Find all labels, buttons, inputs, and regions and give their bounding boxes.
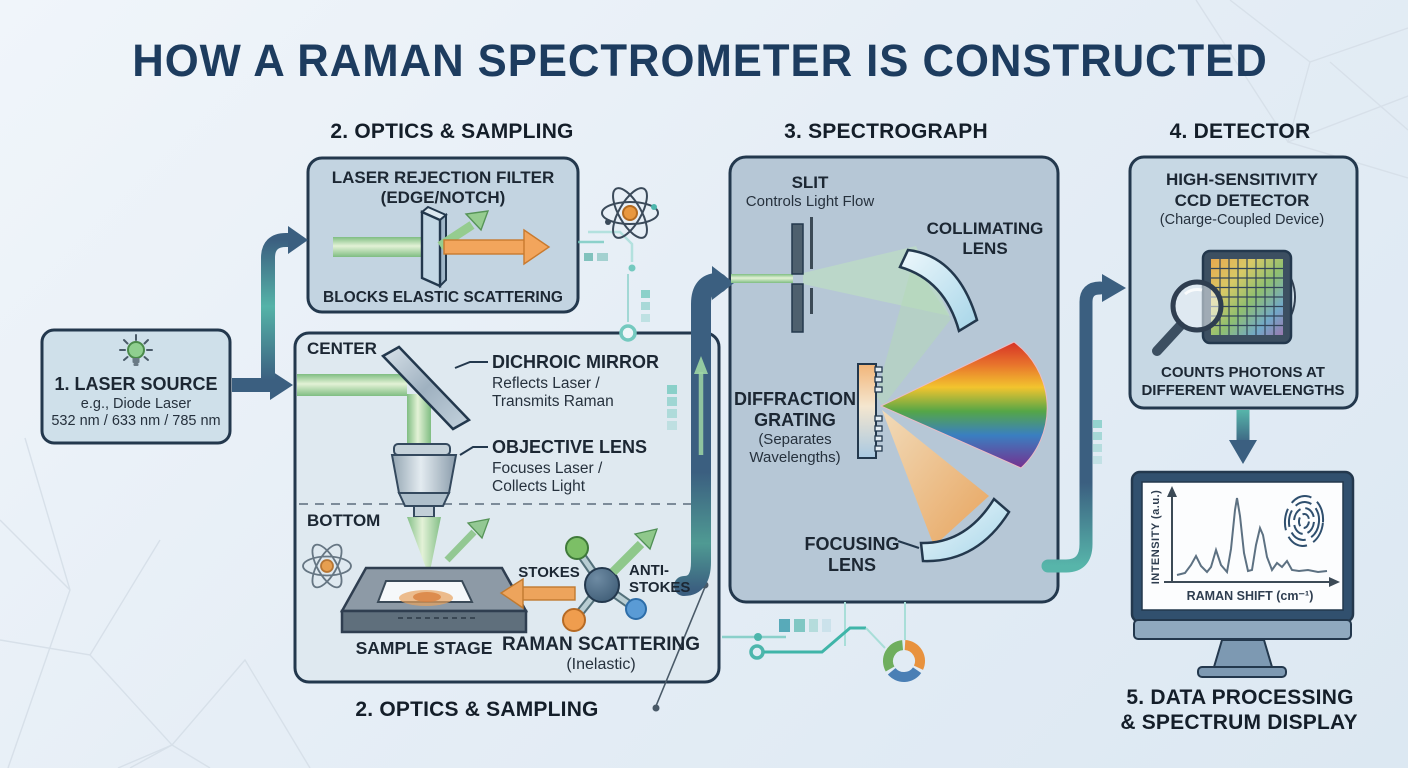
anti-stokes-label-line1: ANTI- bbox=[629, 562, 669, 579]
display-monitor bbox=[1130, 470, 1355, 678]
filter-title-line2: (EDGE/NOTCH) bbox=[380, 188, 506, 207]
heading-optics-sampling-top: 2. OPTICS & SAMPLING bbox=[330, 120, 574, 143]
filter-caption: BLOCKS ELASTIC SCATTERING bbox=[323, 289, 563, 306]
raman-scattering-label: RAMAN SCATTERING bbox=[501, 634, 701, 655]
fingerprint-icon bbox=[1283, 495, 1325, 547]
slit-plate-bottom bbox=[791, 283, 804, 333]
grating-sub-line2: Wavelengths) bbox=[749, 449, 841, 466]
slit-desc: Controls Light Flow bbox=[745, 193, 875, 210]
detector-subtitle: (Charge-Coupled Device) bbox=[1159, 212, 1325, 228]
dichroic-mirror-desc2: Transmits Raman bbox=[492, 393, 614, 410]
slit-title: SLIT bbox=[791, 173, 829, 192]
detector-title-line1: HIGH-SENSITIVITY bbox=[1165, 170, 1319, 189]
focusing-lens-label-line1: FOCUSING bbox=[804, 534, 900, 554]
laser-beam-horizontal bbox=[297, 374, 407, 396]
heading-display-line1: 5. DATA PROCESSING bbox=[1126, 686, 1354, 709]
dichroic-mirror bbox=[380, 345, 472, 431]
collimated-beam bbox=[876, 262, 951, 406]
detector-title-line2: CCD DETECTOR bbox=[1174, 191, 1310, 210]
laser-beam bbox=[333, 237, 427, 257]
filter-slab bbox=[420, 210, 442, 288]
spectrograph-graphic bbox=[731, 217, 1048, 563]
focused-beam bbox=[882, 410, 989, 546]
objective-lens bbox=[390, 443, 458, 518]
monitor-stand bbox=[1212, 639, 1274, 668]
focusing-lens bbox=[919, 497, 1011, 563]
spectrograph-to-detector-arrow bbox=[1041, 281, 1107, 573]
objective-lens-desc1: Focuses Laser / bbox=[492, 460, 603, 477]
focused-beam-cone bbox=[407, 517, 441, 576]
scattered-light-arrow bbox=[466, 518, 491, 540]
raman-scattering-sub: (Inelastic) bbox=[566, 656, 636, 673]
optics-sampling-graphic bbox=[297, 345, 659, 634]
circuit-decor bbox=[578, 230, 1102, 712]
diffraction-grating bbox=[857, 363, 883, 459]
focusing-lens-label-line2: LENS bbox=[827, 555, 877, 575]
filter-title-line1: LASER REJECTION FILTER bbox=[331, 168, 555, 187]
collimating-lens-label-line1: COLLIMATING bbox=[926, 219, 1044, 238]
stokes-arrow bbox=[499, 577, 524, 610]
stokes-label: STOKES bbox=[518, 564, 580, 581]
objective-lens-desc2: Collects Light bbox=[492, 478, 586, 495]
grating-label-line2: GRATING bbox=[754, 410, 836, 430]
objective-lens-title: OBJECTIVE LENS bbox=[492, 437, 648, 457]
laser-source-title: 1. LASER SOURCE bbox=[54, 374, 218, 394]
laser-source-box bbox=[40, 328, 232, 445]
bottom-label: BOTTOM bbox=[307, 511, 381, 530]
dispersed-spectrum-fan bbox=[879, 341, 1048, 469]
heading-display-line2: & SPECTRUM DISPLAY bbox=[1120, 711, 1358, 734]
sample-stage bbox=[339, 566, 529, 634]
slit-plate-top bbox=[791, 223, 804, 275]
detector-graphic bbox=[1152, 249, 1296, 356]
entry-beam bbox=[731, 274, 793, 283]
atom-icon bbox=[601, 187, 659, 239]
detector-caption-line2: DIFFERENT WAVELENGTHS bbox=[1141, 382, 1345, 399]
sample-stage-label: SAMPLE STAGE bbox=[355, 638, 493, 658]
spectrum-x-axis-label: RAMAN SHIFT (cm⁻¹) bbox=[1186, 589, 1314, 603]
laser-to-filter-arrow bbox=[261, 233, 297, 389]
collimating-lens bbox=[898, 248, 979, 333]
heading-spectrograph: 3. SPECTROGRAPH bbox=[784, 120, 988, 143]
atom-icon bbox=[302, 543, 352, 589]
page-title: HOW A RAMAN SPECTROMETER IS CONSTRUCTED bbox=[132, 35, 1268, 86]
dichroic-mirror-desc1: Reflects Laser / bbox=[492, 375, 600, 392]
laser-source-wavelengths: 532 nm / 633 nm / 785 nm bbox=[51, 413, 221, 429]
heading-optics-sampling-bottom: 2. OPTICS & SAMPLING bbox=[355, 698, 599, 721]
reflected-beam-arrow bbox=[464, 210, 490, 232]
transmitted-beam-arrow bbox=[523, 228, 551, 266]
flow-arrows bbox=[232, 226, 1257, 596]
anti-stokes-label-line2: STOKES bbox=[629, 579, 691, 596]
raman-molecule bbox=[562, 536, 647, 632]
donut-chart-icon bbox=[883, 640, 926, 683]
spectrum-y-axis-label: INTENSITY (a.u.) bbox=[1149, 489, 1162, 585]
anti-stokes-arrow bbox=[633, 528, 659, 551]
detector-caption-line1: COUNTS PHOTONS AT bbox=[1161, 364, 1325, 381]
grating-sub-line1: (Separates bbox=[758, 431, 832, 448]
magnifier-icon bbox=[1152, 279, 1224, 356]
center-label: CENTER bbox=[307, 339, 377, 358]
heading-detector: 4. DETECTOR bbox=[1169, 120, 1311, 143]
dichroic-mirror-title: DICHROIC MIRROR bbox=[492, 352, 659, 372]
rejection-filter-graphic bbox=[333, 205, 551, 289]
laser-source-subtitle: e.g., Diode Laser bbox=[80, 396, 192, 412]
raman-spectrum-trace bbox=[1176, 497, 1328, 576]
collimating-lens-label-line2: LENS bbox=[962, 239, 1008, 258]
lightbulb-icon bbox=[118, 334, 154, 377]
grating-label-line1: DIFFRACTION bbox=[734, 389, 856, 409]
